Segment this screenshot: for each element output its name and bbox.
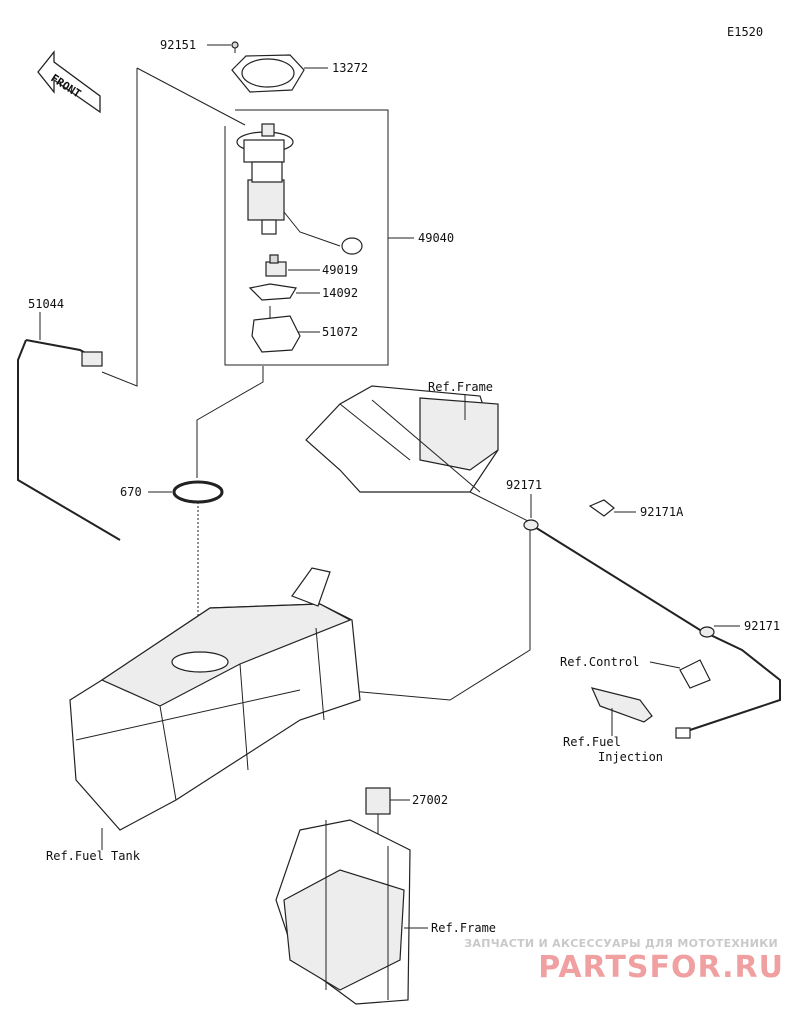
- fuel-tank: [69, 567, 361, 831]
- gasket-13272[interactable]: [231, 54, 305, 93]
- part-49019[interactable]: [265, 254, 287, 277]
- leader-ref-control: [649, 661, 681, 669]
- hose-feed: [529, 523, 781, 731]
- fuel-injection: [590, 687, 691, 739]
- leader-assembly-to-tank: [196, 366, 264, 478]
- label-92171-top[interactable]: 92171: [506, 478, 542, 492]
- leader-bolt-line: [136, 67, 246, 126]
- watermark-logo: PARTSFOR.RU: [538, 950, 784, 985]
- o-ring-670[interactable]: [172, 480, 224, 504]
- clip-92171-right[interactable]: [699, 626, 715, 638]
- label-ref-fuel-tank[interactable]: Ref.Fuel Tank: [46, 849, 141, 863]
- label-ref-frame-bottom[interactable]: Ref.Frame: [431, 921, 496, 935]
- control-bracket: [679, 659, 711, 689]
- label-ref-fuel[interactable]: Ref.Fuel: [563, 735, 621, 749]
- clip-92171-top[interactable]: [523, 519, 539, 531]
- fuel-pump-assembly[interactable]: [236, 123, 363, 255]
- connector-27002[interactable]: [365, 787, 391, 880]
- diagram-code: E1520: [727, 25, 763, 39]
- bolt-92151[interactable]: [231, 41, 239, 53]
- hose-return: [339, 491, 531, 701]
- hose-connector-line: [101, 68, 138, 387]
- label-92171-right[interactable]: 92171: [744, 619, 780, 633]
- part-14092[interactable]: [248, 283, 297, 301]
- front-arrow-icon: FRONT: [37, 50, 101, 114]
- label-ref-control[interactable]: Ref.Control: [560, 655, 639, 669]
- label-injection[interactable]: Injection: [598, 750, 663, 764]
- filter-51072[interactable]: [251, 306, 301, 353]
- label-13272[interactable]: 13272: [332, 61, 368, 75]
- assembly-bracket: [224, 109, 389, 366]
- frame-top: [305, 385, 499, 493]
- label-49040[interactable]: 49040: [418, 231, 454, 245]
- label-51072[interactable]: 51072: [322, 325, 358, 339]
- label-ref-frame-top[interactable]: Ref.Frame: [428, 380, 493, 394]
- label-51044[interactable]: 51044: [28, 297, 64, 311]
- label-670[interactable]: 670: [120, 485, 142, 499]
- label-14092[interactable]: 14092: [322, 286, 358, 300]
- label-27002[interactable]: 27002: [412, 793, 448, 807]
- watermark-subtitle: ЗАПЧАСТИ И АКСЕССУАРЫ ДЛЯ МОТОТЕХНИКИ: [464, 937, 778, 950]
- label-92171A[interactable]: 92171A: [640, 505, 684, 519]
- clip-92171A[interactable]: [588, 499, 615, 517]
- frame-bottom: [275, 819, 411, 1005]
- label-92151[interactable]: 92151: [160, 38, 196, 52]
- label-49019[interactable]: 49019: [322, 263, 358, 277]
- hose-51044[interactable]: [17, 339, 121, 541]
